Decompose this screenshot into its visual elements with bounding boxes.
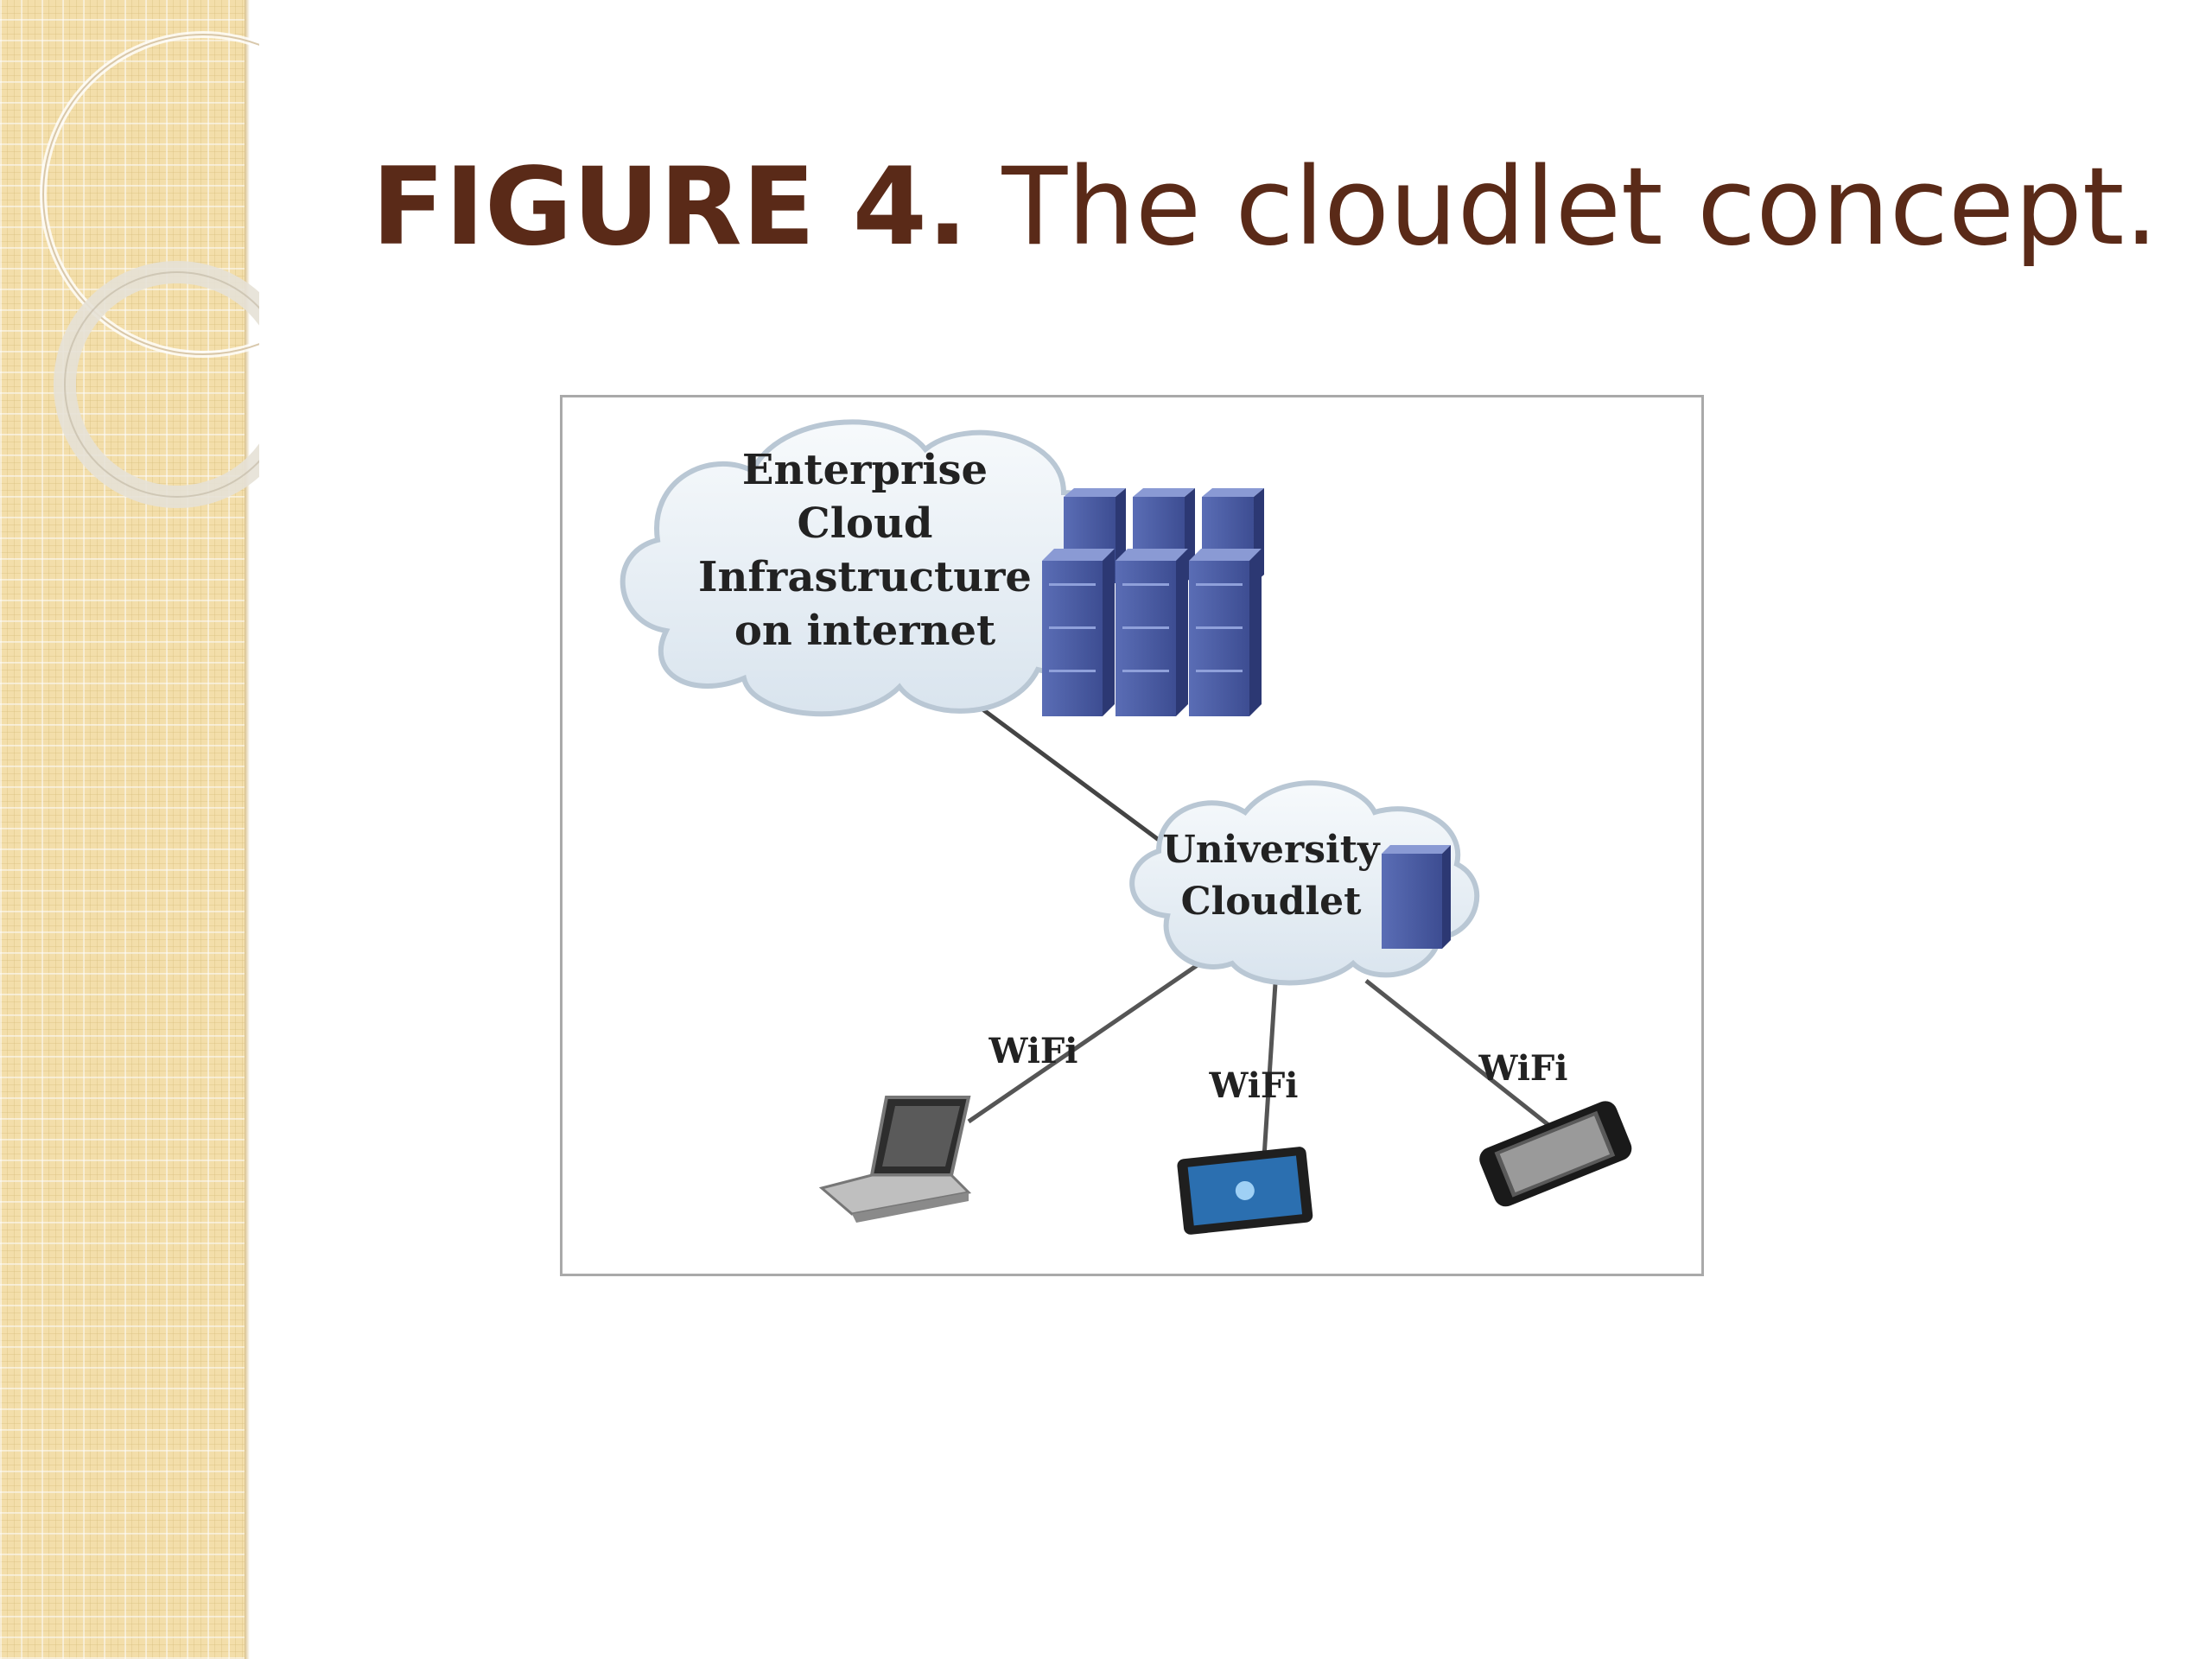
enterprise-cloud-label-1: Enterprise [742,446,988,494]
slide-title: FIGURE 4. The cloudlet concept. [372,147,2169,268]
enterprise-cloud-label-4: on internet [734,607,995,655]
cloudlet-server-icon [1382,845,1451,949]
cloudlet-diagram: Enterprise Cloud Infrastructure on inter… [620,419,1632,1235]
enterprise-cloud-label-3: Infrastructure [698,553,1032,601]
link-enterprise-to-cloudlet [980,706,1160,842]
side-panel-edge [245,0,250,1659]
enterprise-cloud-label-2: Cloud [798,499,933,548]
figure-frame: Enterprise Cloud Infrastructure on inter… [560,395,1704,1276]
decorative-rings [40,31,259,508]
university-cloudlet-label-2: Cloudlet [1181,880,1363,924]
tablet-icon [1177,1147,1313,1235]
link-cloudlet-to-tablet [1260,982,1278,1185]
figure-number: FIGURE 4. [372,145,969,270]
link-cloudlet-to-laptop [967,957,1208,1124]
wifi-label-phone: WiFi [1478,1048,1567,1089]
wifi-label-laptop: WiFi [988,1031,1077,1071]
link-cloudlet-to-phone [1364,979,1554,1129]
laptop-icon [818,1096,972,1223]
smartphone-icon [1479,1101,1632,1207]
university-cloudlet-label-1: University [1162,828,1381,872]
enterprise-servers-icon [1042,488,1264,716]
wifi-label-tablet: WiFi [1208,1065,1298,1106]
figure-caption: The cloudlet concept. [1001,145,2158,270]
